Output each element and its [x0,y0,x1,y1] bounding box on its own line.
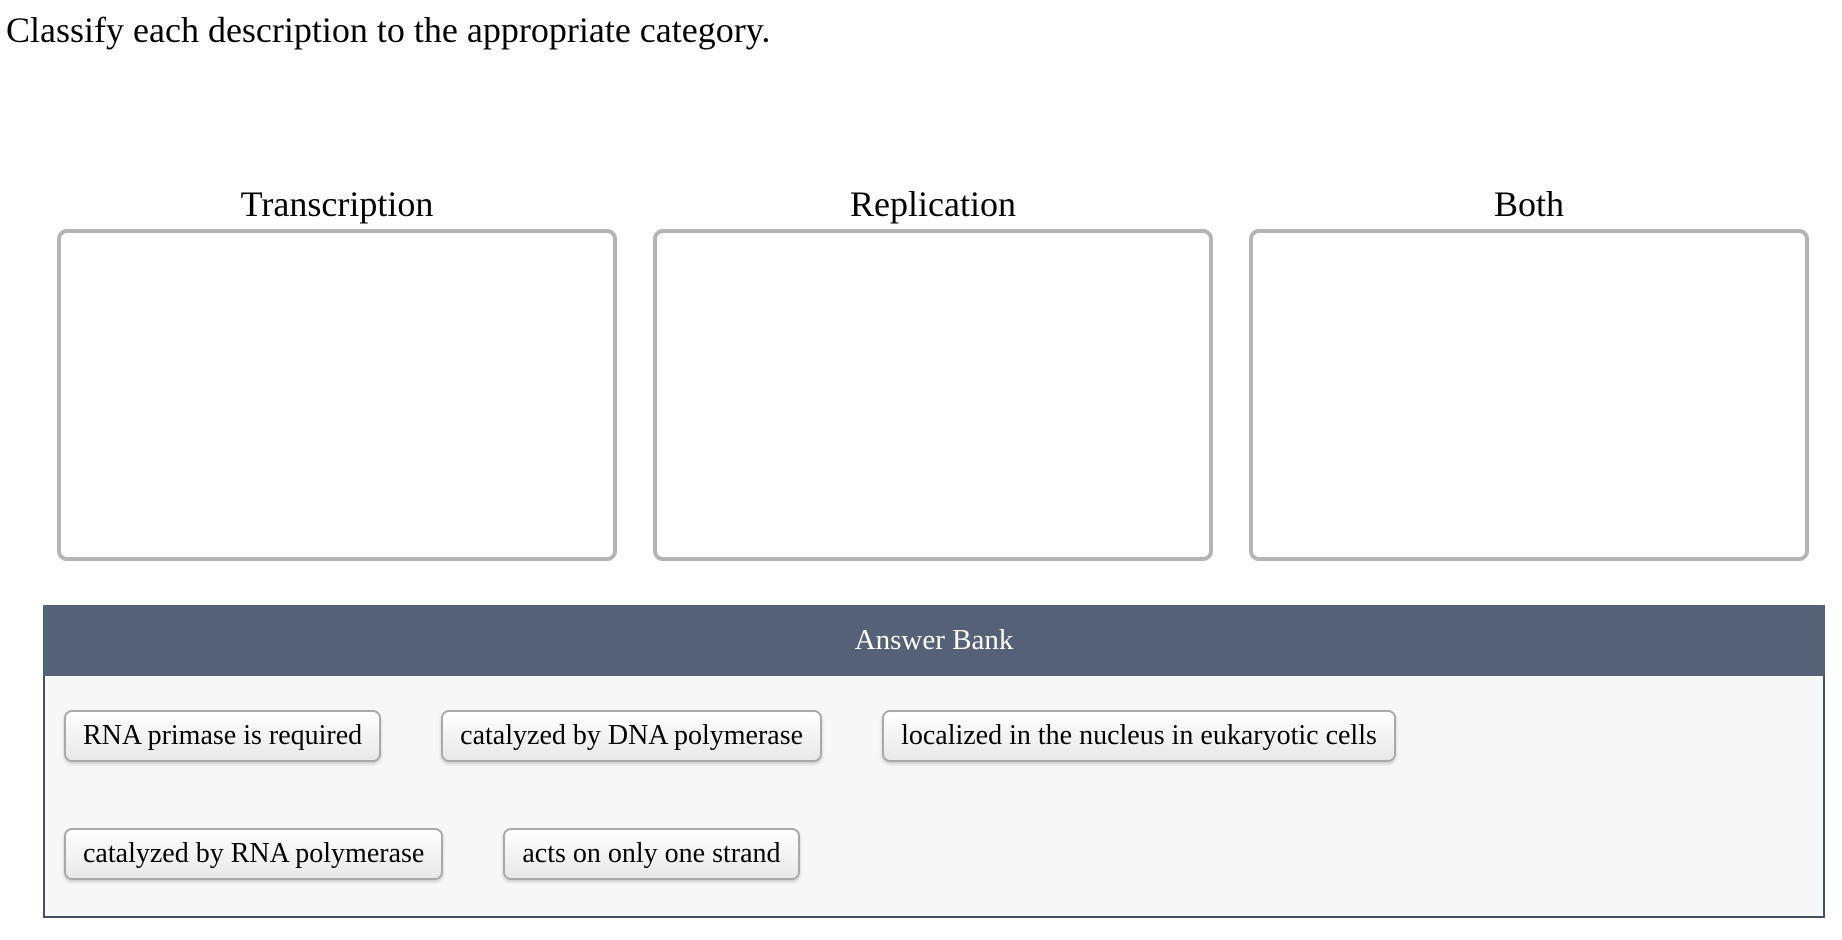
category-label-both: Both [1493,184,1564,224]
category-label-transcription: Transcription [240,184,434,224]
answer-chip-nucleus-eukaryotic[interactable]: localized in the nucleus in eukaryotic c… [882,710,1396,762]
answer-bank-body: RNA primase is required catalyzed by DNA… [45,676,1823,880]
category-label-replication: Replication [850,184,1016,224]
answer-chip-rna-primase[interactable]: RNA primase is required [64,710,382,762]
answer-chip-one-strand[interactable]: acts on only one strand [503,828,800,880]
category-zones: Transcription Replication Both [57,185,1809,561]
drop-zone-both[interactable] [1249,229,1809,561]
answer-bank-header: Answer Bank [43,605,1825,676]
answer-chip-rna-polymerase[interactable]: catalyzed by RNA polymerase [64,828,444,880]
answer-chip-dna-polymerase[interactable]: catalyzed by DNA polymerase [441,710,823,762]
answer-bank: Answer Bank RNA primase is required cata… [43,605,1825,918]
category-replication: Replication [653,185,1213,561]
answer-bank-row: catalyzed by RNA polymerase acts on only… [64,828,1823,880]
category-both: Both [1249,185,1809,561]
answer-bank-row: RNA primase is required catalyzed by DNA… [64,710,1823,762]
drop-zone-replication[interactable] [653,229,1213,561]
instruction-text: Classify each description to the appropr… [6,10,771,50]
drop-zone-transcription[interactable] [57,229,617,561]
category-transcription: Transcription [57,185,617,561]
